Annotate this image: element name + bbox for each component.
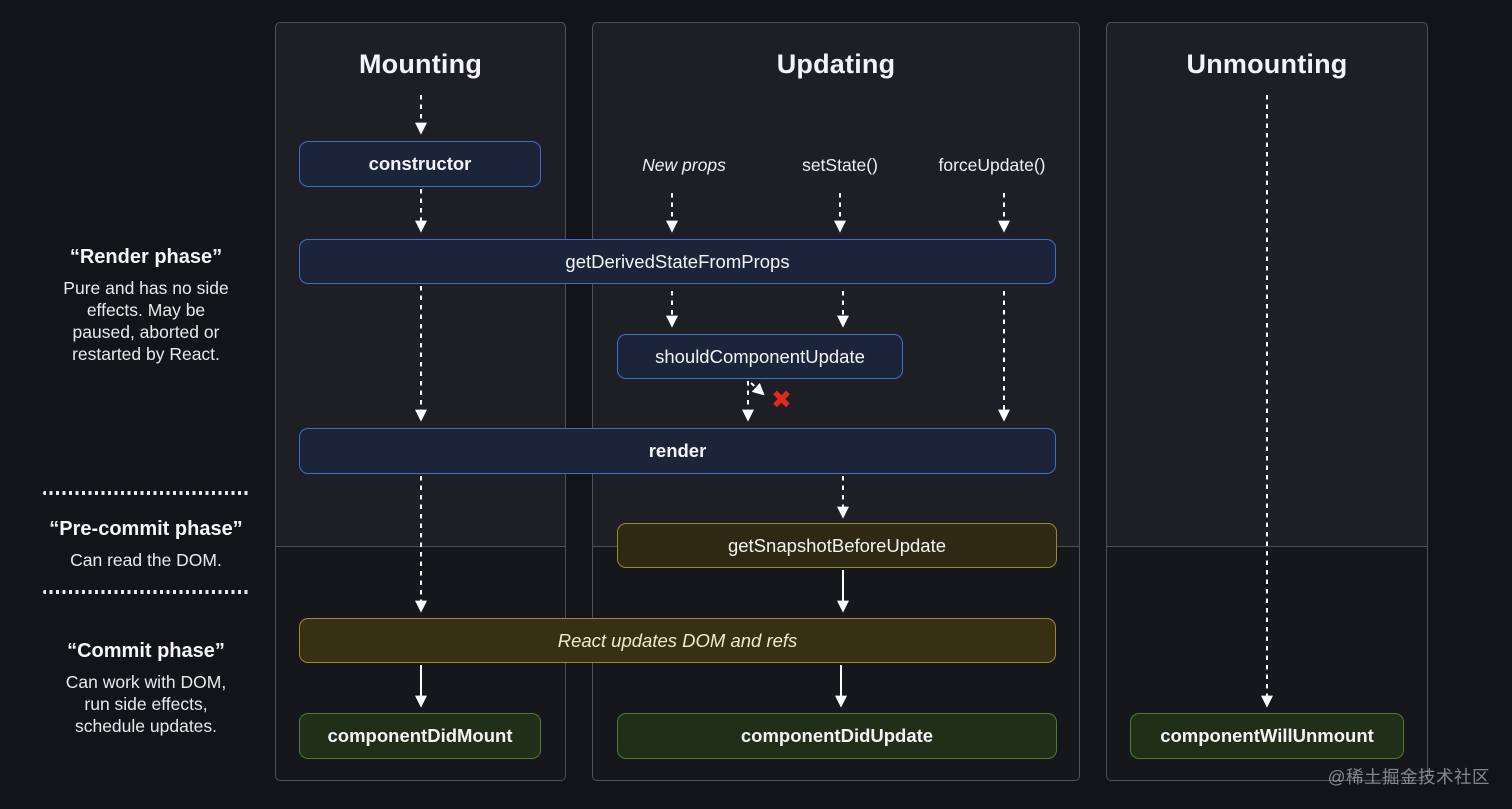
- phase-pre-commit: “Pre-commit phase” Can read the DOM.: [30, 518, 262, 571]
- phase-pre-commit-title: “Pre-commit phase”: [49, 518, 243, 540]
- phase-pre-commit-description: Can read the DOM.: [70, 550, 222, 570]
- method-get-snapshot-before-update[interactable]: getSnapshotBeforeUpdate: [617, 523, 1057, 568]
- dotted-divider-top: [43, 491, 250, 495]
- method-component-did-update[interactable]: componentDidUpdate: [617, 713, 1057, 759]
- method-component-did-mount[interactable]: componentDidMount: [299, 713, 541, 759]
- trigger-set-state: setState(): [802, 155, 878, 175]
- phase-commit-title: “Commit phase”: [67, 640, 225, 662]
- phase-commit: “Commit phase” Can work with DOM, run si…: [30, 640, 262, 737]
- column-mounting: Mounting: [275, 22, 566, 781]
- phase-commit-description: Can work with DOM, run side effects, sch…: [65, 672, 227, 736]
- step-react-updates-dom-and-refs: React updates DOM and refs: [299, 618, 1056, 663]
- method-should-component-update[interactable]: shouldComponentUpdate: [617, 334, 903, 379]
- trigger-new-props: New props: [642, 155, 726, 175]
- column-updating: Updating: [592, 22, 1080, 781]
- phase-render-description: Pure and has no side effects. May be pau…: [63, 278, 229, 364]
- column-updating-title: Updating: [776, 49, 896, 79]
- column-mounting-title: Mounting: [358, 49, 483, 79]
- phase-boundary-line: [1107, 546, 1427, 547]
- trigger-force-update: forceUpdate(): [938, 155, 1046, 175]
- phase-boundary-line: [276, 546, 565, 547]
- dotted-divider-bottom: [43, 590, 250, 594]
- watermark: @稀土掘金技术社区: [1327, 767, 1490, 787]
- column-unmounting-title: Unmounting: [1186, 49, 1348, 79]
- method-get-derived-state-from-props[interactable]: getDerivedStateFromProps: [299, 239, 1056, 284]
- phase-render: “Render phase” Pure and has no side effe…: [30, 246, 262, 365]
- method-render[interactable]: render: [299, 428, 1056, 474]
- method-component-will-unmount[interactable]: componentWillUnmount: [1130, 713, 1404, 759]
- skip-render-x-icon: ✖: [771, 386, 792, 414]
- column-unmounting: Unmounting: [1106, 22, 1428, 781]
- method-constructor[interactable]: constructor: [299, 141, 541, 187]
- phase-render-title: “Render phase”: [69, 246, 223, 268]
